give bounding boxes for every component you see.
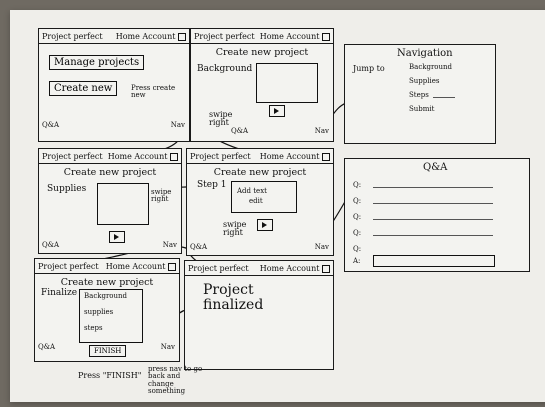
qa-row: Q: xyxy=(353,245,361,253)
home-account-links[interactable]: Home Account xyxy=(106,262,176,271)
swipe-right-label: swipe right xyxy=(151,189,181,204)
create-new-button[interactable]: Create new xyxy=(49,81,117,96)
text-input[interactable] xyxy=(97,183,149,225)
home-account-links[interactable]: Home Account xyxy=(260,152,330,161)
add-text-label[interactable]: Add text xyxy=(237,187,267,195)
qa-row: Q: xyxy=(353,197,361,205)
frame-header: Project perfect Home Account xyxy=(39,149,181,164)
account-icon[interactable] xyxy=(322,33,330,41)
frame-header: Project perfect Home Account xyxy=(185,261,333,276)
answer-input[interactable] xyxy=(373,255,495,267)
page-title: Create new project xyxy=(39,167,181,178)
step-slider[interactable] xyxy=(433,95,455,98)
nav-item-supplies[interactable]: Supplies xyxy=(409,77,439,85)
account-icon[interactable] xyxy=(322,265,330,273)
nav-corner[interactable]: Nav xyxy=(163,241,177,249)
nav-corner[interactable]: Nav xyxy=(171,121,185,129)
nav-title: Navigation xyxy=(397,49,453,60)
home-account-links[interactable]: Home Account xyxy=(260,264,330,273)
swipe-right-label: swipe right xyxy=(209,111,239,128)
qa-line xyxy=(373,233,493,236)
press-nav-note: press nav to go back and change somethin… xyxy=(148,366,206,395)
frame-header: Project perfect Home Account xyxy=(191,29,333,44)
play-icon[interactable] xyxy=(269,105,285,117)
qa-corner[interactable]: Q&A xyxy=(42,121,59,129)
app-title: Project perfect xyxy=(188,264,249,273)
swipe-right-label: swipe right xyxy=(223,221,253,238)
jump-label: Jump to xyxy=(353,65,385,73)
press-create-note: Press create new xyxy=(131,85,189,100)
qa-row: Q: xyxy=(353,181,361,189)
nav-corner[interactable]: Nav xyxy=(315,127,329,135)
field-label: Supplies xyxy=(47,185,86,194)
qa-corner[interactable]: Q&A xyxy=(38,343,55,351)
manage-projects-button[interactable]: Manage projects xyxy=(49,55,144,70)
play-icon[interactable] xyxy=(109,231,125,243)
nav-item-background[interactable]: Background xyxy=(409,63,452,71)
paper-sheet: Project perfect Home Account Manage proj… xyxy=(10,10,545,402)
app-title: Project perfect xyxy=(42,152,103,161)
home-account-links[interactable]: Home Account xyxy=(260,32,330,41)
press-finish-note: Press "FINISH" xyxy=(78,372,141,380)
home-account-links[interactable]: Home Account xyxy=(108,152,178,161)
account-icon[interactable] xyxy=(168,263,176,271)
field-label: Background xyxy=(197,65,252,74)
app-title: Project perfect xyxy=(42,32,103,41)
summary-line: Background xyxy=(84,292,127,300)
qa-corner[interactable]: Q&A xyxy=(190,243,207,251)
page-title: Create new project xyxy=(191,47,333,58)
qa-title: Q&A xyxy=(423,163,447,174)
frame-finalize: Project perfect Home Account Create new … xyxy=(34,258,180,362)
finalized-message: Project finalized xyxy=(203,283,303,312)
navigation-panel: Navigation Jump to Background Supplies S… xyxy=(344,44,496,144)
field-label: Finalize xyxy=(41,289,77,298)
summary-box: Background supplies steps xyxy=(79,289,143,343)
app-title: Project perfect xyxy=(38,262,99,271)
qa-line xyxy=(373,201,493,204)
summary-line: supplies xyxy=(84,308,113,316)
page-title: Create new project xyxy=(35,277,179,288)
nav-corner[interactable]: Nav xyxy=(161,343,175,351)
frame-header: Project perfect Home Account xyxy=(35,259,179,274)
qa-line xyxy=(373,185,493,188)
home-account-links[interactable]: Home Account xyxy=(116,32,186,41)
nav-item-submit[interactable]: Submit xyxy=(409,105,434,113)
app-title: Project perfect xyxy=(194,32,255,41)
qa-corner[interactable]: Q&A xyxy=(231,127,248,135)
text-input[interactable] xyxy=(256,63,318,103)
edit-label[interactable]: edit xyxy=(249,197,263,205)
nav-corner[interactable]: Nav xyxy=(315,243,329,251)
frame-project-finalized: Project perfect Home Account Project fin… xyxy=(184,260,334,370)
frame-background: Project perfect Home Account Create new … xyxy=(190,28,334,142)
account-icon[interactable] xyxy=(170,153,178,161)
qa-line xyxy=(373,217,493,220)
app-title: Project perfect xyxy=(190,152,251,161)
frame-home: Project perfect Home Account Manage proj… xyxy=(38,28,190,142)
frame-steps: Project perfect Home Account Create new … xyxy=(186,148,334,256)
account-icon[interactable] xyxy=(178,33,186,41)
finish-button[interactable]: FINISH xyxy=(89,345,126,357)
qa-row: A: xyxy=(353,257,360,265)
qa-row: Q: xyxy=(353,213,361,221)
frame-supplies: Project perfect Home Account Create new … xyxy=(38,148,182,254)
step-input[interactable] xyxy=(231,181,297,213)
frame-header: Project perfect Home Account xyxy=(187,149,333,164)
qa-row: Q: xyxy=(353,229,361,237)
frame-header: Project perfect Home Account xyxy=(39,29,189,44)
summary-line: steps xyxy=(84,324,103,332)
qa-corner[interactable]: Q&A xyxy=(42,241,59,249)
account-icon[interactable] xyxy=(322,153,330,161)
field-label: Step 1 xyxy=(197,181,226,190)
play-icon[interactable] xyxy=(257,219,273,231)
qa-panel: Q&A Q: Q: Q: Q: Q: A: xyxy=(344,158,530,272)
page-title: Create new project xyxy=(187,167,333,178)
nav-item-steps[interactable]: Steps xyxy=(409,91,429,99)
